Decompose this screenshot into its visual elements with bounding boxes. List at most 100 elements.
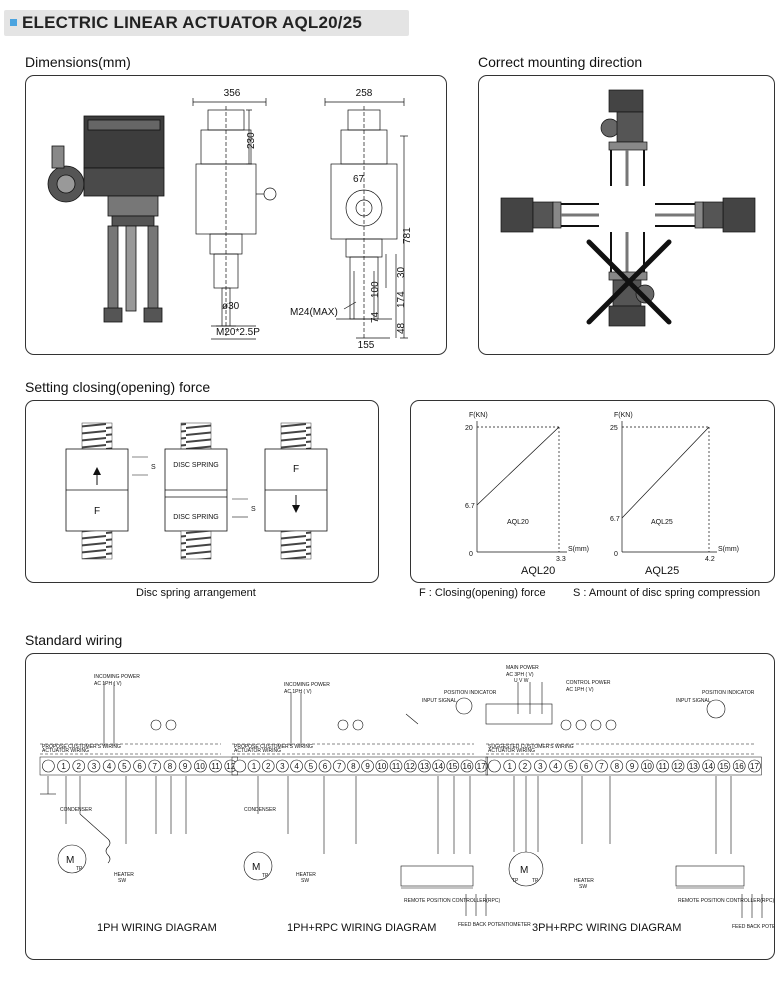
d3-control-power: CONTROL POWER	[566, 680, 611, 686]
terminal-number: 1	[507, 762, 512, 771]
terminal-number: 11	[211, 762, 220, 771]
terminal-circle	[290, 759, 303, 773]
d3-ac3ph: AC 3PH ( V)	[506, 672, 534, 678]
d3-motor-tp-2: TP	[532, 878, 539, 884]
actuator-3d-view	[47, 115, 165, 323]
section-wiring-label: Standard wiring	[25, 632, 123, 648]
spring-set-3	[264, 422, 328, 560]
aql25-caption: AQL25	[645, 565, 680, 577]
dim-thread-label: M20*2.5P	[216, 327, 260, 338]
dim-48-label: 48	[396, 322, 407, 334]
dim-100-label: 100	[370, 281, 381, 298]
terminal-number: 14	[434, 762, 443, 771]
terminal-number: 4	[107, 762, 112, 771]
terminal-number: 2	[77, 762, 82, 771]
terminal-number: 9	[630, 762, 635, 771]
terminal-circle	[474, 759, 488, 773]
terminal-circle	[318, 759, 332, 773]
aql25-xlabel: S(mm)	[718, 546, 739, 553]
terminal-number: 9	[365, 762, 370, 771]
d3-position-indicator: POSITION INDICATOR	[702, 690, 755, 696]
diagram-1-label: 1PH WIRING DIAGRAM	[97, 922, 217, 934]
spring-set-1	[65, 422, 129, 560]
d3-main-power: MAIN POWER	[506, 665, 539, 671]
terminal-circle	[133, 759, 146, 773]
d3-rpc: REMOTE POSITION CONTROLLER(RPC)	[678, 898, 774, 904]
terminal-number: 10	[377, 762, 386, 771]
terminal-circle	[102, 759, 116, 773]
terminal-number: 12	[406, 762, 415, 771]
d2-actuator: ACTUATOR WIRING	[234, 748, 281, 754]
d2-condenser: CONDENSER	[244, 807, 276, 813]
terminal-circle	[304, 759, 318, 773]
mounting-drawing	[500, 89, 756, 327]
ground-terminal-icon	[42, 759, 55, 773]
diagram-2-label: 1PH+RPC WIRING DIAGRAM	[287, 922, 437, 934]
wiring-drawing: INCOMING POWER AC 1PH ( V) PROPOSE CUSTO…	[39, 665, 774, 930]
legend-force: F : Closing(opening) force	[419, 587, 546, 599]
terminal-circle	[418, 759, 431, 773]
terminal-number: 2	[266, 762, 271, 771]
d2-motor-m: M	[252, 862, 260, 873]
aql20-ymin: 6.7	[465, 503, 475, 510]
dim-67-label: 67	[353, 174, 365, 185]
d1-condenser: CONDENSER	[60, 807, 92, 813]
terminal-circle	[579, 759, 593, 773]
dim-m24-label: M24(MAX)	[290, 307, 338, 318]
ground-terminal-icon	[488, 759, 501, 773]
terminal-circle	[564, 759, 578, 773]
d2-heater: HEATER	[296, 872, 316, 878]
terminal-circle	[534, 759, 547, 773]
dimensions-drawing: 356 230 ø30 M20*2.5P 258 67 781 100 74 3…	[47, 88, 413, 351]
terminal-number: 17	[477, 762, 486, 771]
actuator-side-view	[324, 98, 408, 339]
terminal-circle	[595, 759, 608, 773]
aql20-ymax: 20	[465, 425, 473, 432]
spring-set-2	[164, 422, 228, 560]
terminal-number: 3	[538, 762, 543, 771]
aql25-ymax: 25	[610, 425, 618, 432]
dim-155-label: 155	[358, 340, 375, 351]
terminal-number: 7	[337, 762, 342, 771]
terminal-circle	[163, 759, 177, 773]
d2-sw: SW	[301, 878, 309, 884]
d3-input-signal: INPUT SIGNAL	[676, 698, 711, 704]
terminal-number: 12	[674, 762, 683, 771]
section-mounting-label: Correct mounting direction	[478, 54, 643, 70]
section-setting-label: Setting closing(opening) force	[25, 379, 211, 395]
terminal-number: 14	[704, 762, 713, 771]
terminal-circle	[276, 759, 289, 773]
terminal-number: 15	[719, 762, 728, 771]
terminal-circle	[148, 759, 162, 773]
terminal-circle	[671, 759, 685, 773]
terminal-strip-frame	[485, 756, 762, 776]
dimensions-panel: 356 230 ø30 M20*2.5P 258 67 781 100 74 3…	[25, 75, 447, 355]
dim-781-label: 781	[402, 227, 413, 244]
terminal-number: 13	[689, 762, 698, 771]
terminal-circle	[625, 759, 639, 773]
terminal-number: 6	[137, 762, 142, 771]
ground-terminal-icon	[233, 759, 247, 773]
d2-rpc: REMOTE POSITION CONTROLLER(RPC)	[404, 898, 500, 904]
terminal-number: 5	[569, 762, 574, 771]
terminal-circle	[503, 759, 517, 773]
terminal-circle	[549, 759, 562, 773]
d2-input-signal: INPUT SIGNAL	[422, 698, 457, 704]
terminal-circle	[641, 759, 654, 773]
aql20-caption: AQL20	[521, 565, 556, 577]
d3-sw: SW	[579, 884, 587, 890]
dim-230-label: 230	[246, 132, 257, 149]
title-bullet-icon	[10, 19, 17, 26]
disc-spring-label-top: DISC SPRING	[173, 462, 219, 469]
terminal-number: 17	[750, 762, 759, 771]
disc-spring-panel: F S DISC SPRING DISC SPRING S F	[25, 400, 379, 583]
d1-heater: HEATER	[114, 872, 134, 878]
terminal-circle	[446, 759, 460, 773]
mount-upright	[600, 89, 648, 186]
terminal-number: 6	[323, 762, 328, 771]
dim-30-label: 30	[396, 266, 407, 278]
aql25-ylabel: F(KN)	[614, 412, 633, 419]
terminal-number: 13	[420, 762, 429, 771]
